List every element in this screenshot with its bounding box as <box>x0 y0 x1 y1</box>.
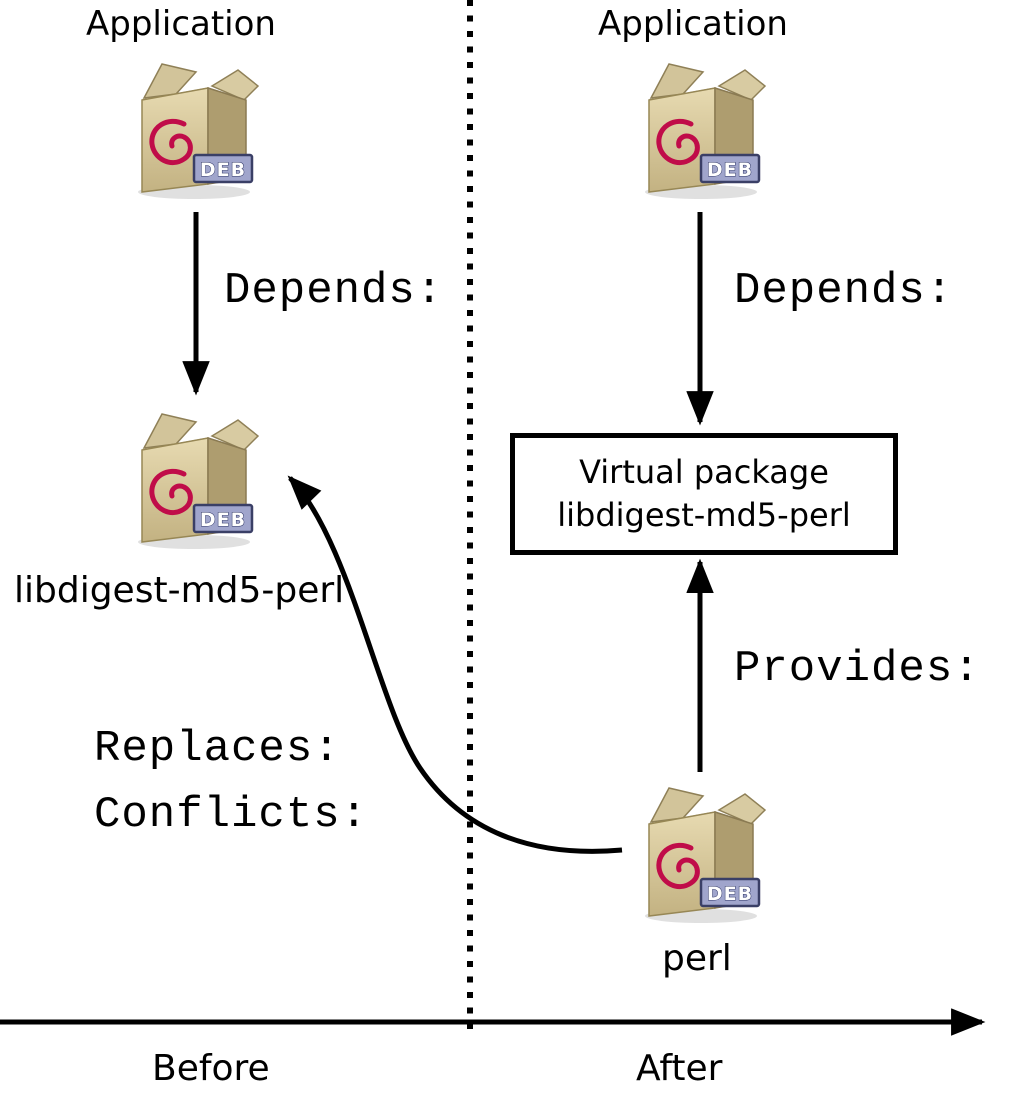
right-application-label: Application <box>598 4 788 44</box>
before-label: Before <box>152 1048 270 1089</box>
perl-package-icon <box>625 776 775 926</box>
virtual-package-box: Virtual package libdigest-md5-perl <box>510 433 898 555</box>
provides-label: Provides: <box>734 644 981 694</box>
virtual-package-line1: Virtual package <box>579 452 829 491</box>
depends-label-right: Depends: <box>734 266 954 316</box>
replaces-conflicts-arrow <box>287 475 623 854</box>
left-application-package-icon <box>118 52 268 202</box>
libdigest-package-icon <box>118 402 268 552</box>
depends-label-left: Depends: <box>224 266 444 316</box>
perl-package-label: perl <box>662 938 732 979</box>
virtual-package-line2: libdigest-md5-perl <box>557 496 851 534</box>
left-application-label: Application <box>86 4 276 44</box>
libdigest-package-label: libdigest-md5-perl <box>14 570 345 611</box>
right-application-package-icon <box>625 52 775 202</box>
after-label: After <box>636 1048 723 1089</box>
conflicts-label: Conflicts: <box>94 790 369 840</box>
replaces-label: Replaces: <box>94 724 341 774</box>
